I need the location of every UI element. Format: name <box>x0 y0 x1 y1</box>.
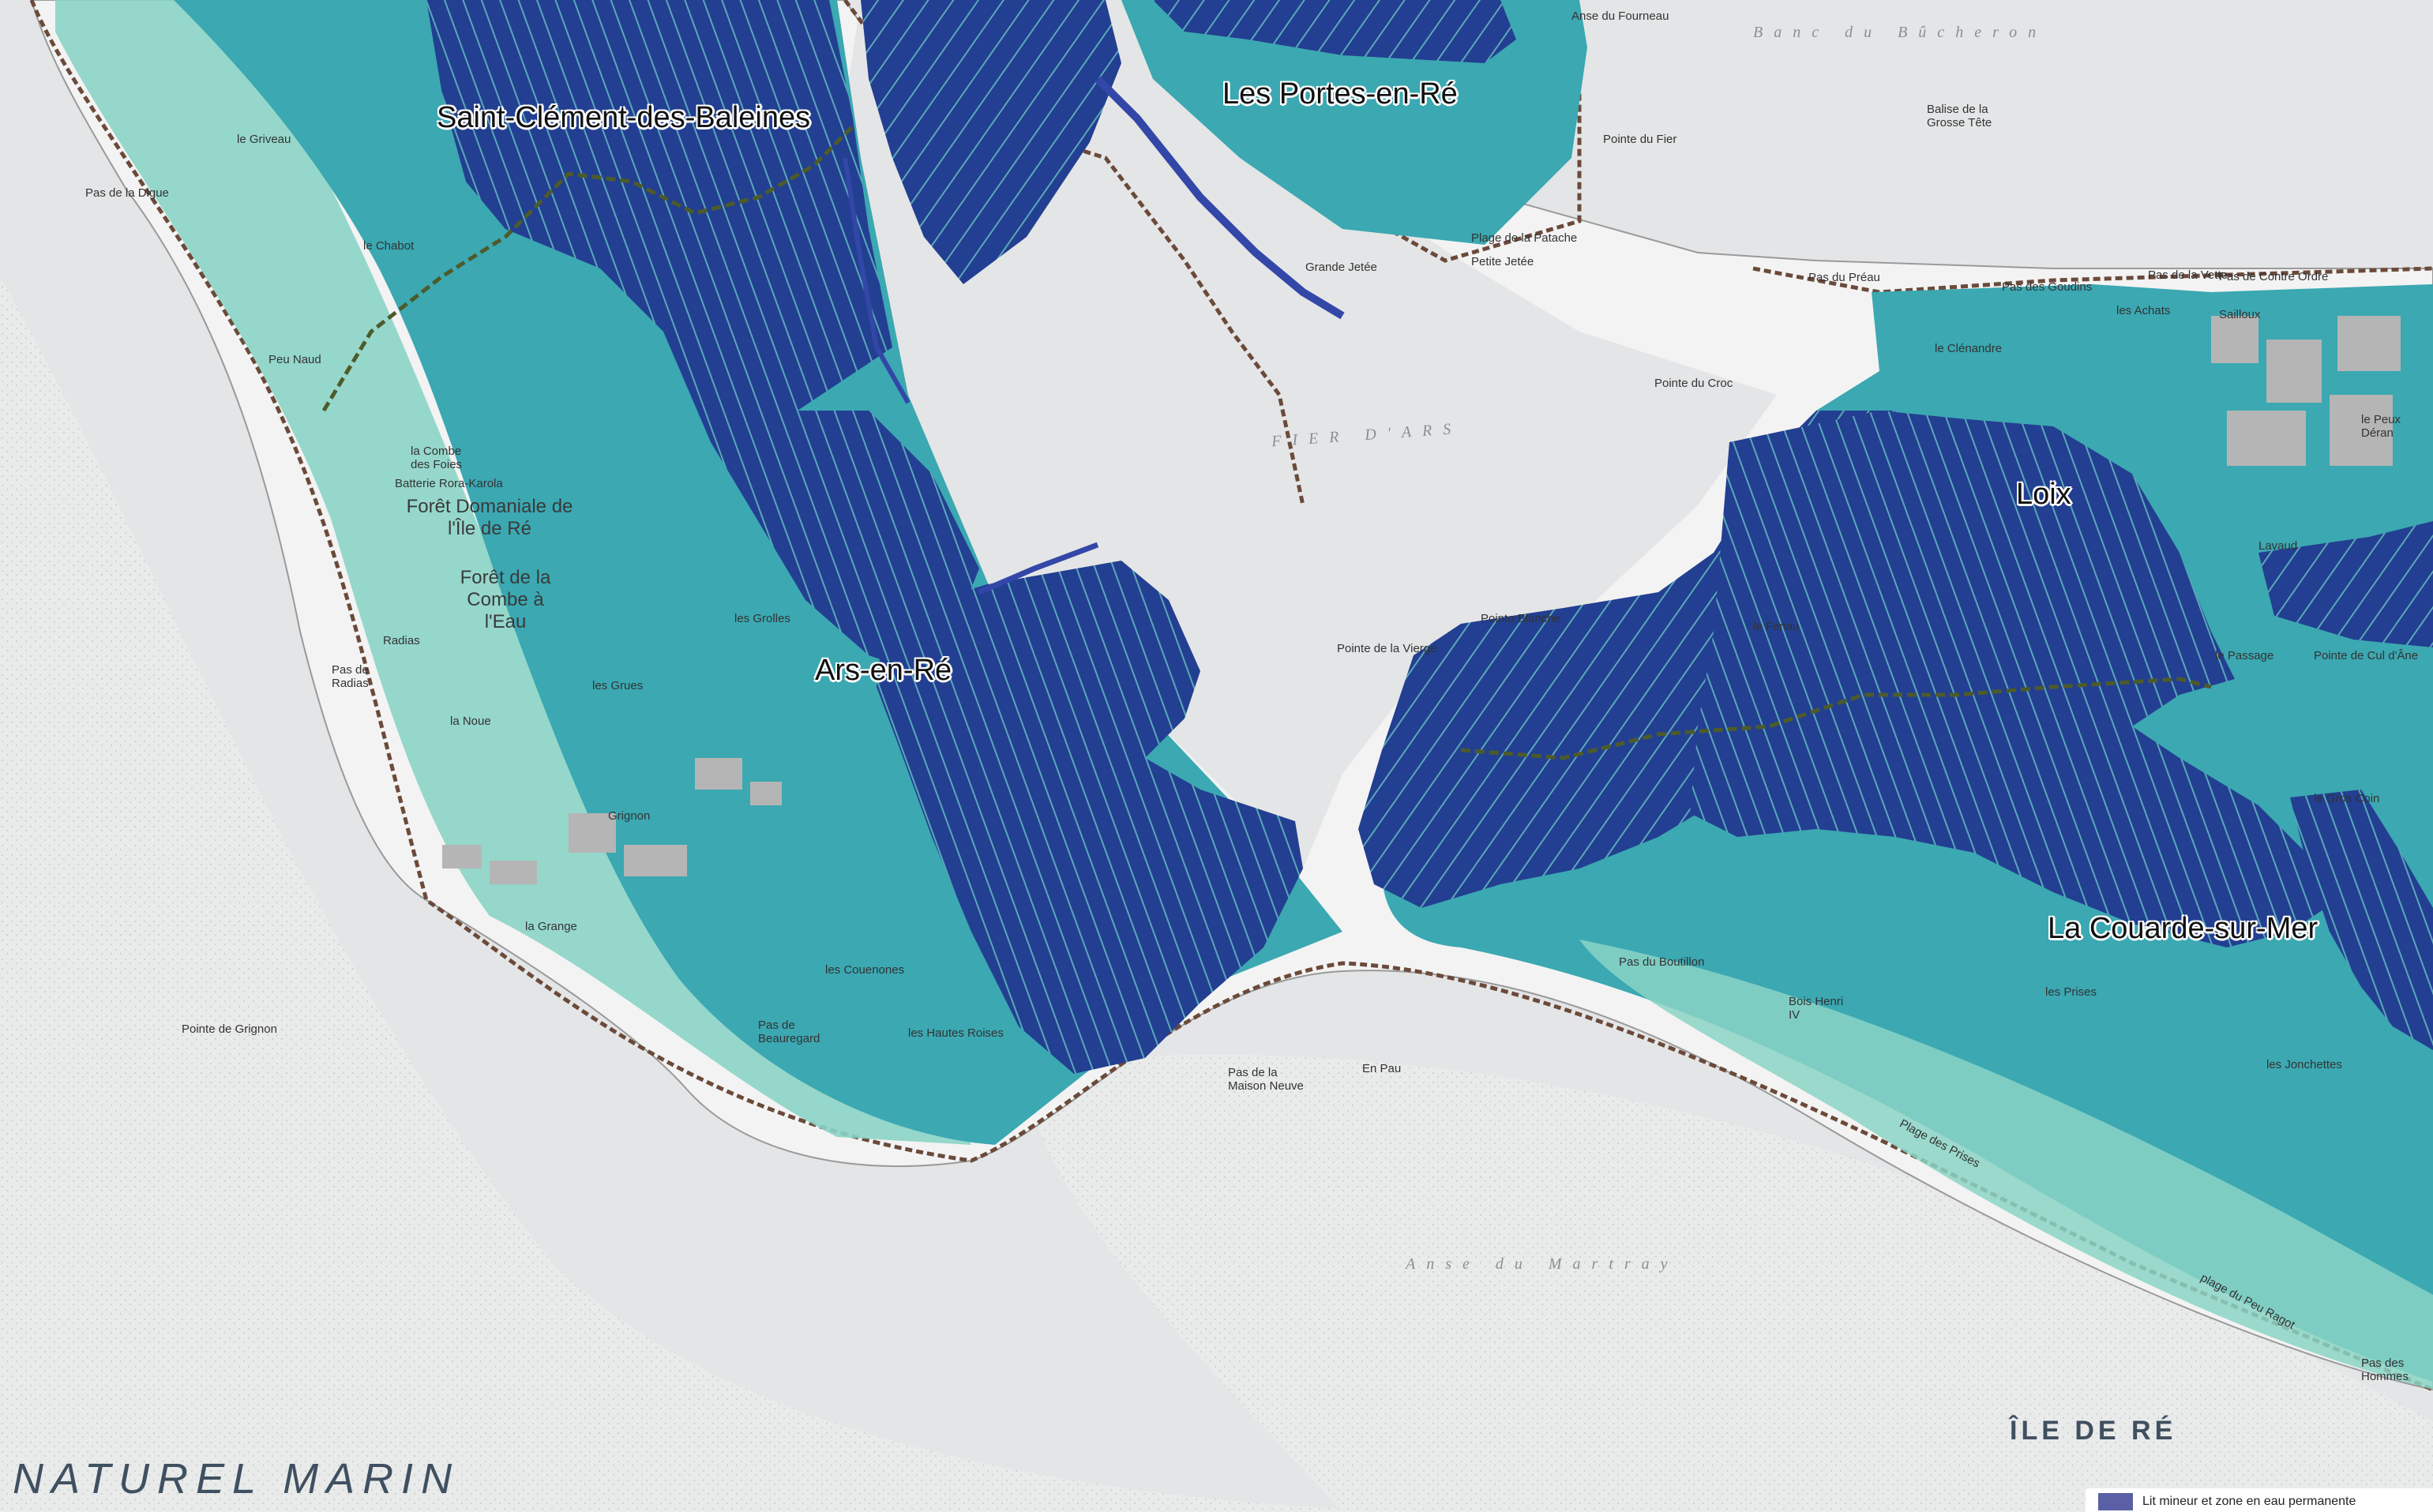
place-label: Pointe du Croc <box>1654 377 1733 390</box>
foreshore-south <box>1027 1054 2433 1512</box>
water-label-martray: Anse du Martray <box>1406 1255 1679 1273</box>
place-label: les Achats <box>2116 304 2171 317</box>
place-label: le Clénandre <box>1935 342 2003 355</box>
channel-fier <box>978 542 1099 595</box>
place-label: la Grange <box>525 920 577 933</box>
place-label: les Couenones <box>825 963 905 977</box>
place-label: Pas de la Maison Neuve <box>1228 1066 1304 1093</box>
place-label: Pointe de Cul d'Âne <box>2314 649 2419 662</box>
flood-zone-light-west <box>55 0 971 1145</box>
place-label: le Chabot <box>363 239 415 253</box>
place-label: les Grolles <box>734 612 790 625</box>
place-label: Balise de la Grosse Tête <box>1927 103 1992 129</box>
place-label: Plage de la Patache <box>1471 231 1578 245</box>
commune-boundary <box>321 125 854 412</box>
place-label: Pas de Contre Ordre <box>2219 270 2329 283</box>
place-label: Lavaud <box>2258 539 2298 553</box>
commune-les-portes: Les Portes-en-Ré <box>1222 77 1458 111</box>
place-label: Anse du Fourneau <box>1571 9 1669 23</box>
place-label: Pas des Goudins <box>2002 280 2093 294</box>
place-label: Pas de la Vette <box>2148 268 2228 282</box>
place-label: les Jonchettes <box>2266 1058 2342 1071</box>
coastline-north-west <box>843 0 1305 506</box>
place-label: Pas des Hommes <box>2361 1356 2409 1383</box>
place-label: Pas du Boutillon <box>1619 955 1705 969</box>
marsh-saint-clement <box>426 0 979 671</box>
place-label: Grignon <box>608 809 651 823</box>
place-label: Grande Jetée <box>1305 261 1377 274</box>
place-label: Petite Jetée <box>1471 255 1534 268</box>
place-label: Pointe Blanche <box>1481 612 1560 625</box>
place-label: Pointe de la Vierge <box>1337 642 1437 655</box>
place-label: le Peux Déran <box>2361 413 2401 440</box>
legend-swatch <box>2098 1493 2133 1510</box>
marsh-ars <box>877 561 1303 1074</box>
place-label: Pointe du Fier <box>1603 133 1677 146</box>
place-label: les Grues <box>592 679 644 692</box>
commune-la-couarde: La Couarde-sur-Mer <box>2048 912 2318 945</box>
place-label: les Hautes Roises <box>908 1026 1004 1040</box>
place-label: Pas de Beauregard <box>758 1019 820 1045</box>
place-label: Radias <box>383 634 420 647</box>
place-label: le Passage <box>2215 649 2274 662</box>
place-label-foret: Forêt Domaniale de l'Île de Ré <box>406 496 573 539</box>
channel-portes <box>1094 76 1345 320</box>
legend: Lit mineur et zone en eau permanente <box>2086 1488 2433 1512</box>
place-label: Peu Naud <box>268 353 321 366</box>
marsh-loix-east <box>2258 521 2433 647</box>
place-label: Pointe de Grignon <box>182 1022 277 1036</box>
place-label: Pas de Radias <box>332 663 369 690</box>
sea-label: NATUREL MARIN <box>13 1455 460 1503</box>
place-label: le Gros Coin <box>2314 792 2380 805</box>
water-label-bucheron: Banc du Bûcheron <box>1753 24 2048 41</box>
place-label: En Pau <box>1362 1062 1402 1075</box>
place-label: le Griveau <box>237 133 291 146</box>
place-label: Bois Henri IV <box>1789 995 1844 1022</box>
built-up-loix <box>2211 316 2401 466</box>
commune-loix: Loix <box>2016 478 2071 511</box>
place-label: les Prises <box>2045 985 2097 999</box>
commune-saint-clement: Saint-Clément-des-Baleines <box>437 101 811 134</box>
island-label: ÎLE DE RÉ <box>2010 1416 2177 1446</box>
flood-zone-light-east <box>1579 940 2433 1390</box>
coastline-west <box>29 0 2433 1392</box>
place-label: Pas du Préau <box>1808 271 1880 284</box>
marsh-loix-center <box>1690 411 2337 947</box>
commune-boundary-loix <box>1460 677 2212 760</box>
channel-saint-clement <box>843 157 910 404</box>
built-up-ars <box>442 758 782 884</box>
coastline-loix <box>1752 266 2433 295</box>
marsh-couarde-east <box>2290 790 2433 1050</box>
place-label-combe: Forêt de la Combe à l'Eau <box>460 567 551 632</box>
place-label: Sailloux <box>2219 308 2261 321</box>
marsh-portes-north <box>1153 0 1516 63</box>
commune-ars: Ars-en-Ré <box>815 654 952 687</box>
place-label: le Fenau <box>1753 620 1800 633</box>
foreshore-west <box>0 276 1421 1512</box>
place-label: la Combe des Foies <box>411 445 463 471</box>
marsh-portes-west <box>861 0 1121 284</box>
place-label: Pas de la Digue <box>85 186 169 200</box>
place-label: Batterie Rora-Karola <box>395 477 503 490</box>
legend-label: Lit mineur et zone en eau permanente <box>2142 1495 2356 1508</box>
place-label: la Noue <box>450 715 491 728</box>
